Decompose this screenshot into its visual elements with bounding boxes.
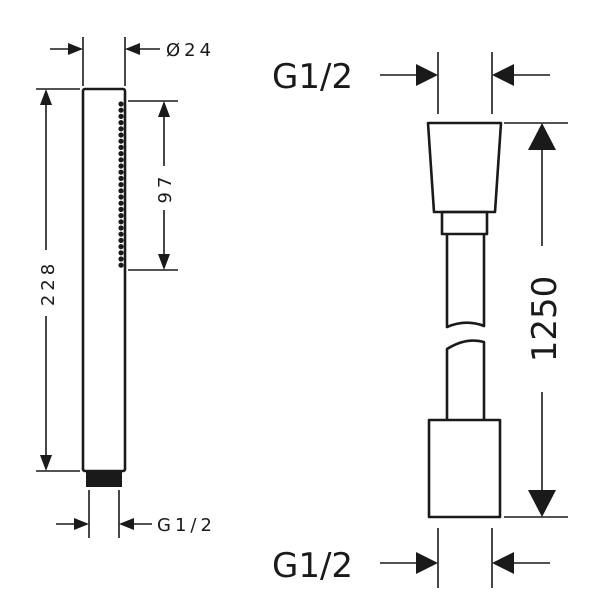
- spray-nozzle-dot: [118, 200, 124, 206]
- spray-nozzle-dot: [118, 132, 124, 138]
- spray-nozzle-dot: [118, 188, 124, 194]
- length-label-228: 228: [38, 260, 59, 306]
- length-dimension-228: 228: [36, 88, 80, 472]
- shower-hose: [426, 121, 503, 519]
- spray-nozzle-dot: [118, 138, 124, 144]
- spray-length-dimension-97: 97: [128, 100, 178, 271]
- spray-nozzle-dot: [118, 101, 124, 107]
- hose-bottom-thread-label: G1/2: [272, 546, 353, 586]
- spray-nozzle-dot: [118, 231, 124, 237]
- spray-nozzle-dot: [118, 244, 124, 250]
- hose-length-dimension: 1250: [504, 122, 568, 518]
- spray-nozzle-dot: [118, 107, 124, 113]
- hose-upper-segment: [445, 234, 486, 329]
- spray-nozzle-dot: [118, 237, 124, 243]
- spray-nozzle-dot: [118, 163, 124, 169]
- spray-nozzle-dot: [118, 151, 124, 157]
- spray-nozzle-dot: [118, 225, 124, 231]
- spray-nozzle-dot: [118, 213, 124, 219]
- spray-length-label-97: 97: [155, 173, 176, 204]
- spray-nozzle-dot: [118, 157, 124, 163]
- spray-nozzle-dot: [118, 144, 124, 150]
- spray-nozzle-dot: [118, 175, 124, 181]
- diameter-dimension: Ø24: [50, 37, 215, 86]
- hose-lower-segment: [445, 339, 486, 419]
- spray-nozzle-dot: [118, 262, 124, 268]
- hose-top-thread-dimension: G1/2: [272, 52, 550, 114]
- connection-label: G1/2: [157, 515, 216, 536]
- spray-nozzle-dot: [118, 113, 124, 119]
- hand-shower: [81, 87, 127, 487]
- spray-nozzle-dot: [118, 256, 124, 262]
- spray-nozzle-dot: [118, 194, 124, 200]
- diameter-label: Ø24: [166, 40, 215, 61]
- spray-nozzles: [118, 101, 124, 268]
- hose-top-thread-label: G1/2: [272, 57, 353, 97]
- spray-nozzle-dot: [118, 126, 124, 132]
- hose-bottom-nut: [427, 418, 502, 519]
- hose-length-label: 1250: [525, 276, 565, 363]
- hose-top-ferrule: [440, 210, 489, 236]
- hose-bottom-thread-dimension: G1/2: [272, 528, 550, 588]
- hose-top-nut: [426, 121, 503, 214]
- hand-shower-connector: [86, 471, 122, 487]
- spray-nozzle-dot: [118, 250, 124, 256]
- spray-nozzle-dot: [118, 182, 124, 188]
- connection-dimension: G1/2: [56, 490, 216, 538]
- spray-nozzle-dot: [118, 169, 124, 175]
- spray-nozzle-dot: [118, 120, 124, 126]
- spray-nozzle-dot: [118, 206, 124, 212]
- spray-nozzle-dot: [118, 219, 124, 225]
